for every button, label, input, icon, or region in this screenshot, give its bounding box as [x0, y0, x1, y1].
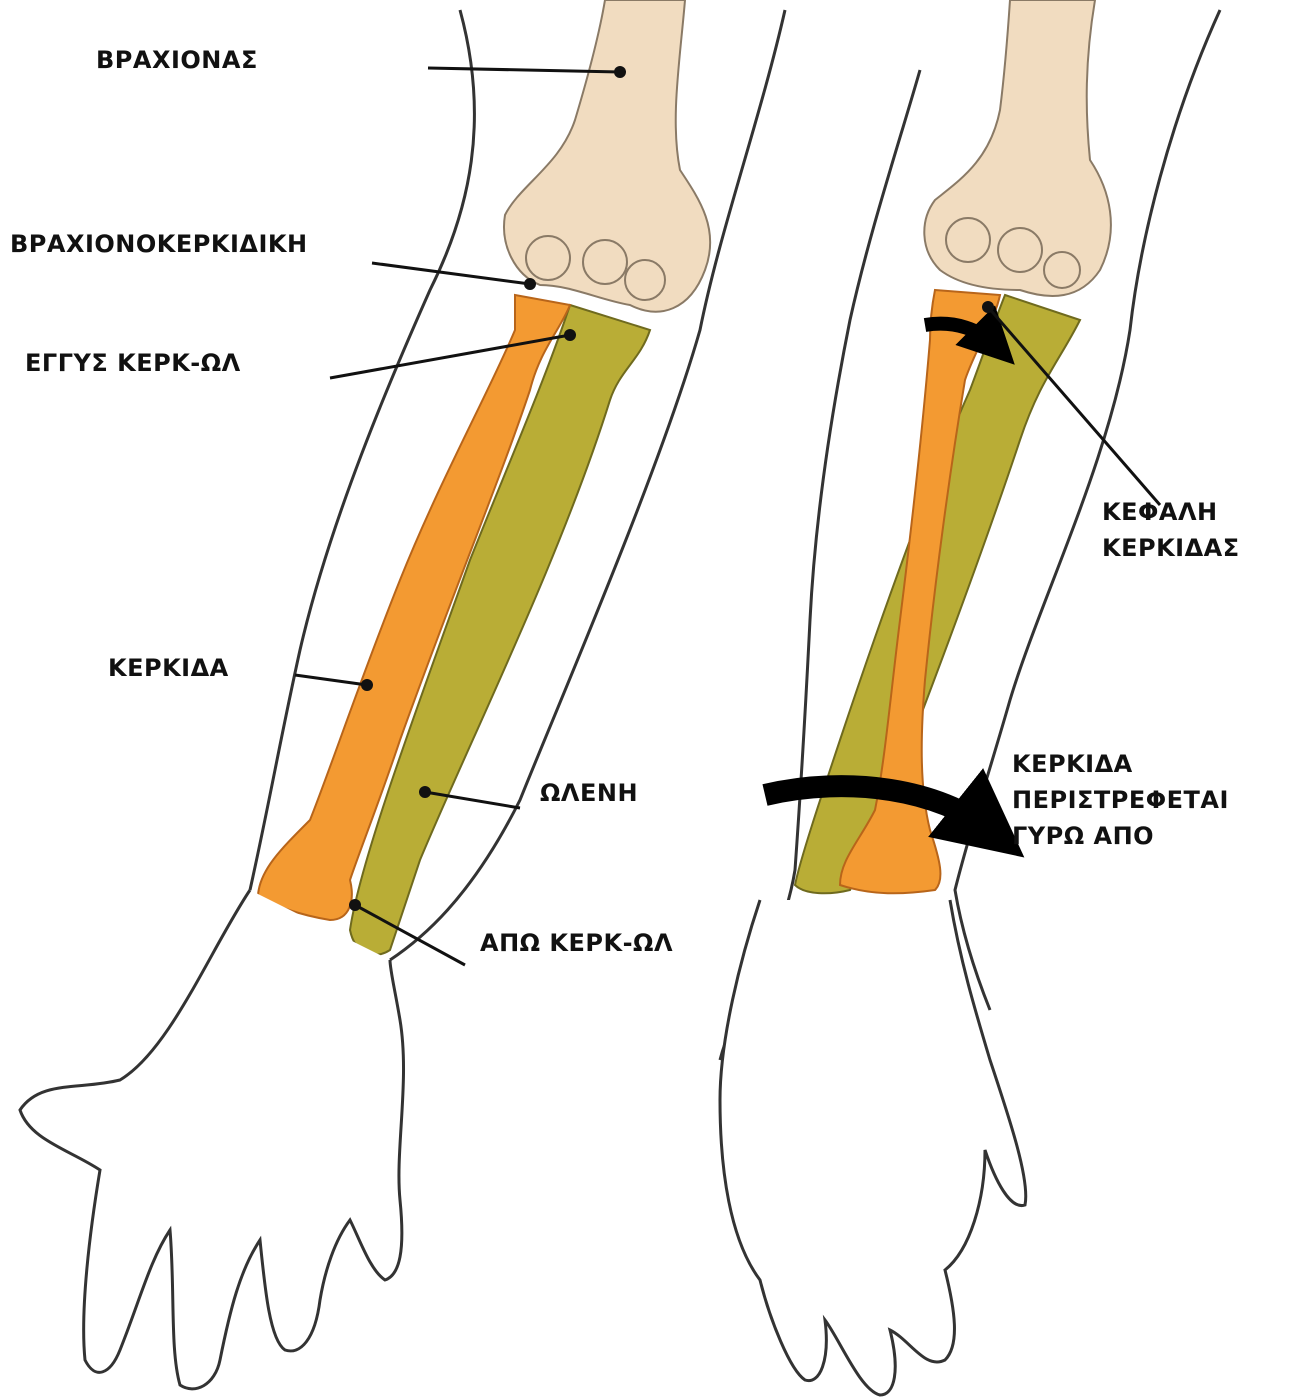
- label-humeroradial-joint: ΒΡΑΧΙΟΝΟΚΕΡΚΙΔΙΚΗ: [10, 226, 308, 262]
- label-proximal-radioulnar-joint: ΕΓΓΥΣ ΚΕΡΚ-ΩΛ: [25, 345, 241, 381]
- right-hand: [720, 900, 1026, 1395]
- label-ulna: ΩΛΕΝΗ: [540, 775, 638, 811]
- label-rotation-note-line-1: ΚΕΡΚΙΔΑ: [1012, 746, 1229, 782]
- label-radius: ΚΕΡΚΙΔΑ: [108, 650, 229, 686]
- label-rotation-note-line-3: ΓΥΡΩ ΑΠΟ: [1012, 818, 1229, 854]
- label-rotation-note: ΚΕΡΚΙΔΑ ΠΕΡΙΣΤΡΕΦΕΤΑΙ ΓΥΡΩ ΑΠΟ: [1012, 746, 1229, 854]
- right-humerus: [924, 0, 1111, 296]
- label-rotation-note-line-2: ΠΕΡΙΣΤΡΕΦΕΤΑΙ: [1012, 782, 1229, 818]
- label-radial-head-line-1: ΚΕΦΑΛΗ: [1102, 494, 1240, 530]
- label-humerus: ΒΡΑΧΙΟΝΑΣ: [96, 42, 258, 78]
- label-radial-head-line-2: ΚΕΡΚΙΔΑΣ: [1102, 530, 1240, 566]
- left-humerus: [504, 0, 710, 312]
- label-radial-head: ΚΕΦΑΛΗ ΚΕΡΚΙΔΑΣ: [1102, 494, 1240, 566]
- label-distal-radioulnar-joint: ΑΠΩ ΚΕΡΚ-ΩΛ: [480, 925, 673, 961]
- left-hand: [20, 890, 404, 1389]
